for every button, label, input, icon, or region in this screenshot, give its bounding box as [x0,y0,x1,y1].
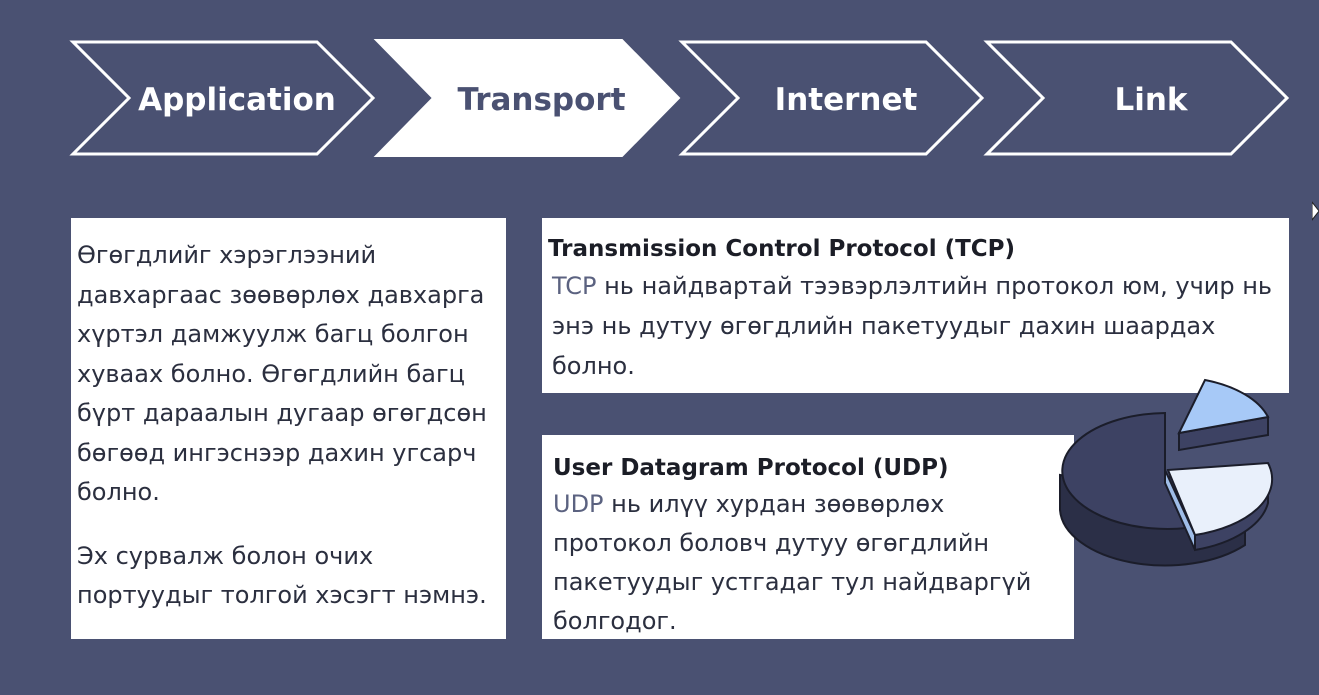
step-link-shape[interactable] [983,40,1290,156]
udp-card: User Datagram Protocol (UDP) UDP нь илүү… [542,435,1074,639]
cursor-icon [1312,201,1319,221]
ports-description-paragraph: Эх сурвалж болон очих портуудыг толгой х… [77,541,487,610]
tcp-body-text: нь найдвартай тээвэрлэлтийн протокол юм,… [552,272,1273,380]
step-application-shape[interactable] [69,40,376,156]
udp-body: UDP нь илүү хурдан зөөвөрлөх протокол бо… [553,485,1064,641]
pie-blue-top [1177,378,1270,435]
tcp-card: Transmission Control Protocol (TCP) TCP … [542,218,1289,393]
udp-title: User Datagram Protocol (UDP) [553,455,949,481]
step-transport-label[interactable]: Transport [457,82,626,118]
udp-abbr: UDP [553,490,604,518]
step-internet-shape[interactable] [678,40,985,156]
transport-description-paragraph: Өгөгдлийг хэрэглээний давхаргаас зөөвөрл… [77,241,487,506]
step-application-label[interactable]: Application [138,82,336,118]
tcp-body: TCP нь найдвартай тээвэрлэлтийн протокол… [548,266,1279,386]
pie-chart-illustration [1059,378,1274,567]
udp-body-text: нь илүү хурдан зөөвөрлөх протокол боловч… [553,490,1032,635]
tcp-abbr: TCP [552,272,597,300]
pie-light-top [1166,461,1274,537]
tcp-title: Transmission Control Protocol (TCP) [548,236,1016,262]
step-transport-shape[interactable] [373,39,681,157]
transport-description-card: Өгөгдлийг хэрэглээний давхаргаас зөөвөрл… [71,218,506,639]
step-internet-label[interactable]: Internet [774,82,918,118]
step-link-label[interactable]: Link [1114,82,1188,118]
layer-steps [69,39,1290,157]
